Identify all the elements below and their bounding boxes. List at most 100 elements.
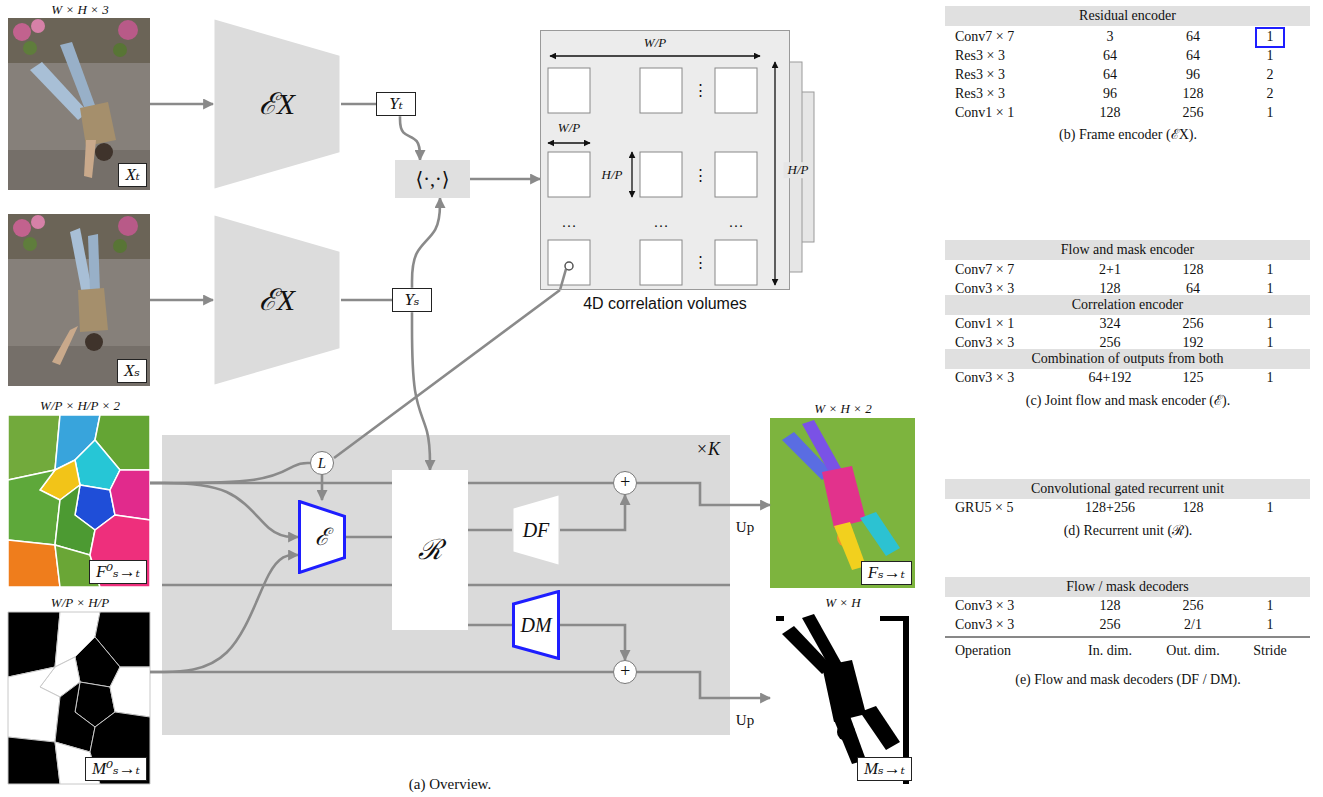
- initial-mask-map: [8, 737, 60, 784]
- lookup-circle: L: [310, 451, 334, 475]
- correlation-slice: [640, 152, 682, 197]
- table-cell: Res3 × 3: [955, 67, 1005, 84]
- annotation-text: ⋮: [693, 166, 708, 184]
- connector: [334, 290, 560, 458]
- trapezoid-shape: [215, 20, 340, 189]
- correlation-volume-stack: [540, 30, 814, 290]
- table-cell: 1: [1267, 370, 1274, 387]
- correlation-volume-stack: [540, 30, 790, 290]
- initial-flow-map: [110, 470, 150, 520]
- correlation-slice: [715, 68, 757, 113]
- table-cell: 324: [1100, 316, 1121, 333]
- sum-circle: +: [613, 660, 637, 684]
- connector: [560, 495, 625, 530]
- table-cell: Conv1 × 1: [955, 105, 1014, 122]
- photo-target: [13, 23, 31, 41]
- annotation-text: W × H: [825, 595, 861, 611]
- table-cell: Conv3 × 3: [955, 335, 1014, 352]
- table-cell: (c) Joint flow and mask encoder (ℰ).: [1026, 393, 1230, 410]
- table-cell: Conv3 × 3: [955, 617, 1014, 634]
- node-label: Correlation encoder: [1072, 297, 1184, 314]
- table-cell: 256: [1100, 335, 1121, 352]
- table-cell: Res3 × 3: [955, 48, 1005, 65]
- photo-source: [113, 239, 127, 253]
- table-cell: 1: [1267, 281, 1274, 298]
- table-cell: 64: [1186, 281, 1200, 298]
- table-cell: Conv3 × 3: [955, 281, 1014, 298]
- photo-source: [52, 326, 78, 365]
- node-label: M⁰ₛ→ₜ: [85, 757, 147, 781]
- flow-output-map: [770, 418, 915, 588]
- connector: [470, 178, 540, 181]
- table-cell: GRU5 × 5: [955, 500, 1013, 517]
- connector: [468, 529, 512, 532]
- table-cell: 1: [1267, 598, 1274, 615]
- node-label: ℰ: [315, 523, 329, 552]
- connector: [412, 312, 430, 470]
- photo-frame: Xₛ: [8, 214, 150, 386]
- node-label: ×K: [696, 439, 720, 461]
- mask-output-map: [770, 612, 915, 784]
- encoder-trapezoid: ℰX: [213, 214, 341, 386]
- initial-flow-map: [55, 485, 95, 555]
- trapezoid-shape: [514, 496, 559, 565]
- table-cell: (e) Flow and mask decoders (DF / DM).: [1015, 672, 1241, 689]
- photo-source: [23, 237, 37, 251]
- inner-product-box: ⟨·,·⟩: [395, 160, 470, 198]
- table-cell: 2+1: [1099, 262, 1121, 279]
- table-cell: 1: [1267, 500, 1274, 517]
- photo-target: [84, 140, 96, 178]
- node-label: Combination of outputs from both: [1031, 351, 1223, 368]
- node-label: Convolutional gated recurrent unit: [1031, 481, 1224, 498]
- annotation-text: …: [729, 213, 744, 231]
- table-cell: 64: [1186, 48, 1200, 65]
- annotation-text: …: [654, 213, 669, 231]
- correlation-volume-panel: 4D correlation volumes: [540, 30, 790, 290]
- initial-flow-map: [8, 540, 60, 587]
- connector: [321, 475, 324, 500]
- table-cell: 256: [1100, 617, 1121, 634]
- correlation-slice: [548, 152, 590, 197]
- table-cell: 64: [1103, 67, 1117, 84]
- table-cell: 125: [1183, 370, 1204, 387]
- table-cell: 256: [1183, 316, 1204, 333]
- photo-source: [78, 288, 108, 332]
- flow-init-image: F⁰ₛ→ₜ: [8, 415, 150, 587]
- dimension-arrow: [548, 56, 775, 285]
- table-cell: Stride: [1253, 643, 1286, 660]
- trapezoid-shape: [514, 592, 559, 659]
- node-label: ⟨·,·⟩: [416, 167, 450, 191]
- annotation-text: (a) Overview.: [409, 775, 491, 793]
- photo-source: [85, 333, 103, 351]
- node-label: Xₛ: [117, 359, 147, 383]
- node-label: Mₛ→ₜ: [857, 757, 912, 781]
- table-header-band: Residual encoder: [945, 6, 1310, 27]
- flow-output-map: [822, 466, 866, 528]
- table-cell: 128: [1183, 500, 1204, 517]
- photo-frame: Xₜ: [8, 18, 150, 190]
- node-label: ℛ: [418, 533, 442, 567]
- table-rule: [945, 637, 1310, 638]
- feature-box: Yₜ: [376, 92, 416, 116]
- photo-source: [88, 234, 100, 292]
- table-cell: (d) Recurrent unit (ℛ).: [1064, 523, 1193, 540]
- table-header-band: Correlation encoder: [945, 295, 1310, 316]
- mask-init-image: M⁰ₛ→ₜ: [8, 612, 150, 784]
- node-label: DM: [520, 613, 551, 637]
- table-cell: 128: [1183, 86, 1204, 103]
- table-header-band: Flow and mask encoder: [945, 240, 1310, 261]
- photo-target: [8, 18, 150, 63]
- flow-output-map: [802, 420, 842, 474]
- table-cell: 128: [1183, 262, 1204, 279]
- dimension-arrow: [774, 62, 775, 285]
- initial-mask-map: [110, 667, 150, 717]
- table-cell: Conv7 × 7: [955, 262, 1014, 279]
- annotation-text: ⋮: [693, 81, 708, 99]
- table-cell: 1: [1267, 105, 1274, 122]
- table-cell: (b) Frame encoder (ℰX).: [1059, 127, 1197, 144]
- node-label: Yₛ: [404, 290, 419, 310]
- lookup-point: [560, 269, 566, 290]
- photo-target: [8, 18, 150, 190]
- annotation-text: H/P: [602, 167, 623, 183]
